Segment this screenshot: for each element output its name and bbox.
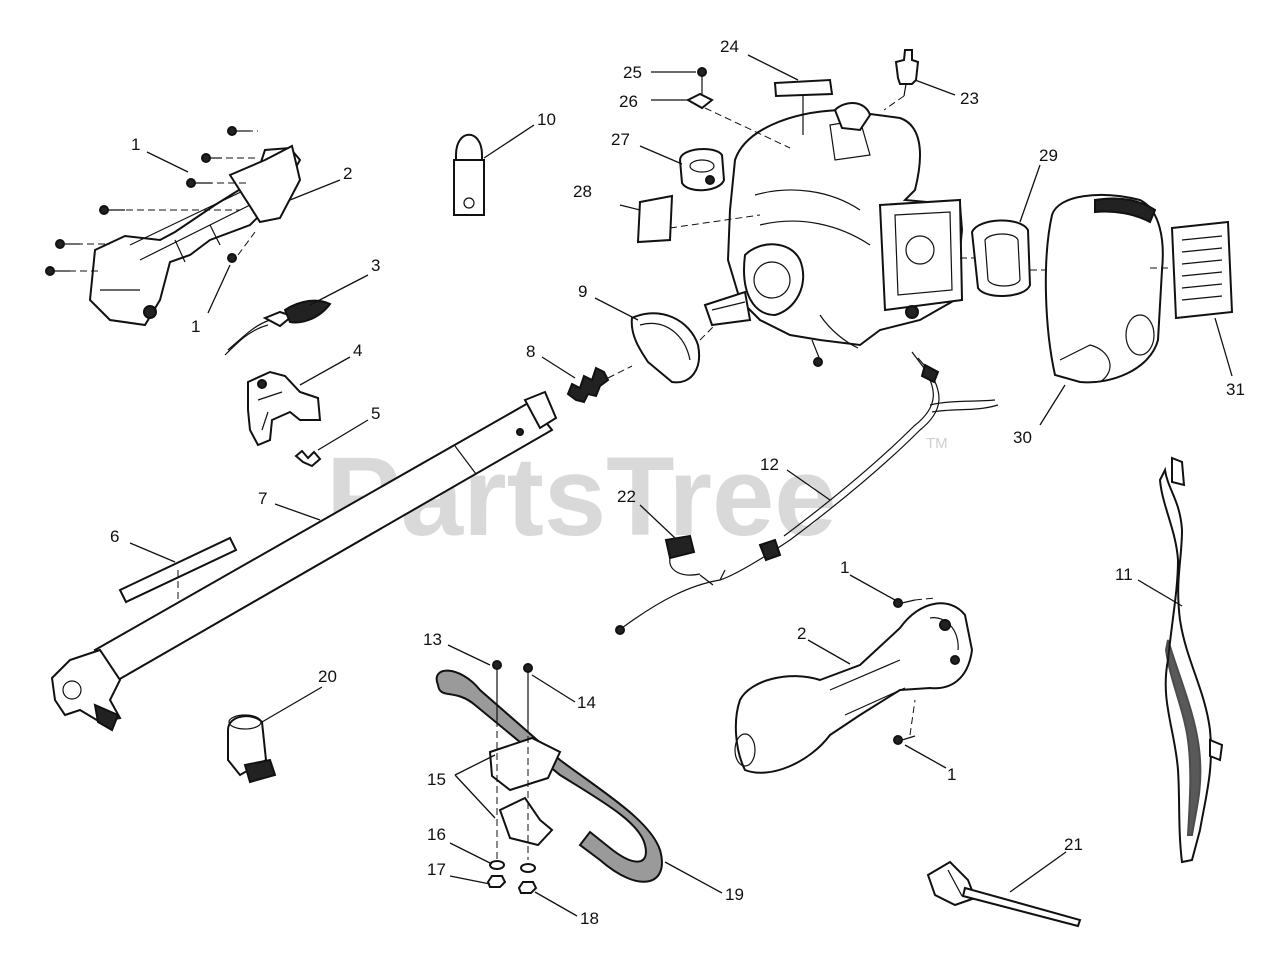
callout-30: 30	[1013, 428, 1032, 447]
part-engine-decal	[773, 78, 834, 135]
callout-23: 23	[960, 89, 979, 108]
part-spark-plug-boot	[453, 134, 485, 216]
callout-13: 13	[423, 630, 442, 649]
part-shoulder-strap	[1158, 456, 1224, 864]
callout-25: 25	[623, 63, 642, 82]
callout-31: 31	[1226, 380, 1245, 399]
part-screws-upper	[45, 126, 258, 276]
callout-2: 2	[343, 164, 352, 183]
callout-7: 7	[258, 489, 267, 508]
callout-8: 8	[526, 342, 535, 361]
callout-10: 10	[537, 110, 556, 129]
part-loop-handle	[435, 669, 663, 883]
watermark-trademark: TM	[926, 435, 948, 452]
part-engine	[703, 102, 964, 367]
callout-20: 20	[318, 667, 337, 686]
callout-4: 4	[353, 341, 362, 360]
part-wiring-harness	[615, 351, 999, 635]
callout-17: 17	[427, 860, 446, 879]
callout-16: 16	[427, 825, 446, 844]
part-shaft-spring	[566, 365, 633, 404]
part-fuel-cap	[678, 148, 726, 192]
callout-3: 3	[371, 256, 380, 275]
callout-11: 11	[1115, 565, 1133, 584]
part-bracket-screw	[685, 67, 791, 149]
callout-12: 12	[760, 455, 779, 474]
part-fuel-decal	[636, 194, 761, 244]
callout-19: 19	[725, 885, 744, 904]
callout-1: 1	[131, 135, 140, 154]
part-washers-nuts	[486, 860, 538, 894]
callout-14: 14	[577, 693, 596, 712]
part-air-filter-cover	[1044, 194, 1164, 384]
part-spark-plug	[883, 49, 920, 111]
callout-1: 1	[191, 317, 200, 336]
callout-1: 1	[840, 558, 849, 577]
part-trigger-spring	[294, 449, 322, 468]
part-screws-lower	[893, 597, 936, 745]
part-shaft-clamp	[227, 714, 277, 784]
callout-21: 21	[1064, 835, 1083, 854]
callout-labels: 1 1 1 1 2 2 3 4 5 6 7 8 9 10 11 12 13 14…	[110, 37, 1245, 928]
callout-18: 18	[580, 909, 599, 928]
callout-27: 27	[611, 130, 630, 149]
part-handle-bolts	[492, 660, 533, 860]
callout-29: 29	[1039, 146, 1058, 165]
part-throttle-trigger	[247, 370, 322, 447]
part-throttle-cable	[224, 299, 332, 356]
part-plug-wrench	[926, 860, 1082, 928]
part-handle-housing-upper	[88, 144, 302, 327]
callout-9: 9	[578, 282, 587, 301]
callout-24: 24	[720, 37, 739, 56]
part-clutch-cover	[630, 312, 716, 384]
callout-2: 2	[797, 624, 806, 643]
leader-lines	[129, 54, 1233, 917]
callout-22: 22	[617, 487, 636, 506]
part-stop-switch	[664, 534, 701, 576]
part-warning-decal	[1150, 220, 1234, 320]
part-handle-housing-lower	[734, 602, 974, 774]
part-drive-shaft	[50, 390, 558, 732]
part-air-filter	[960, 219, 1050, 297]
callout-1: 1	[947, 765, 956, 784]
callout-15: 15	[427, 770, 446, 789]
callout-26: 26	[619, 92, 638, 111]
callout-5: 5	[371, 404, 380, 423]
callout-28: 28	[573, 182, 592, 201]
callout-6: 6	[110, 527, 119, 546]
